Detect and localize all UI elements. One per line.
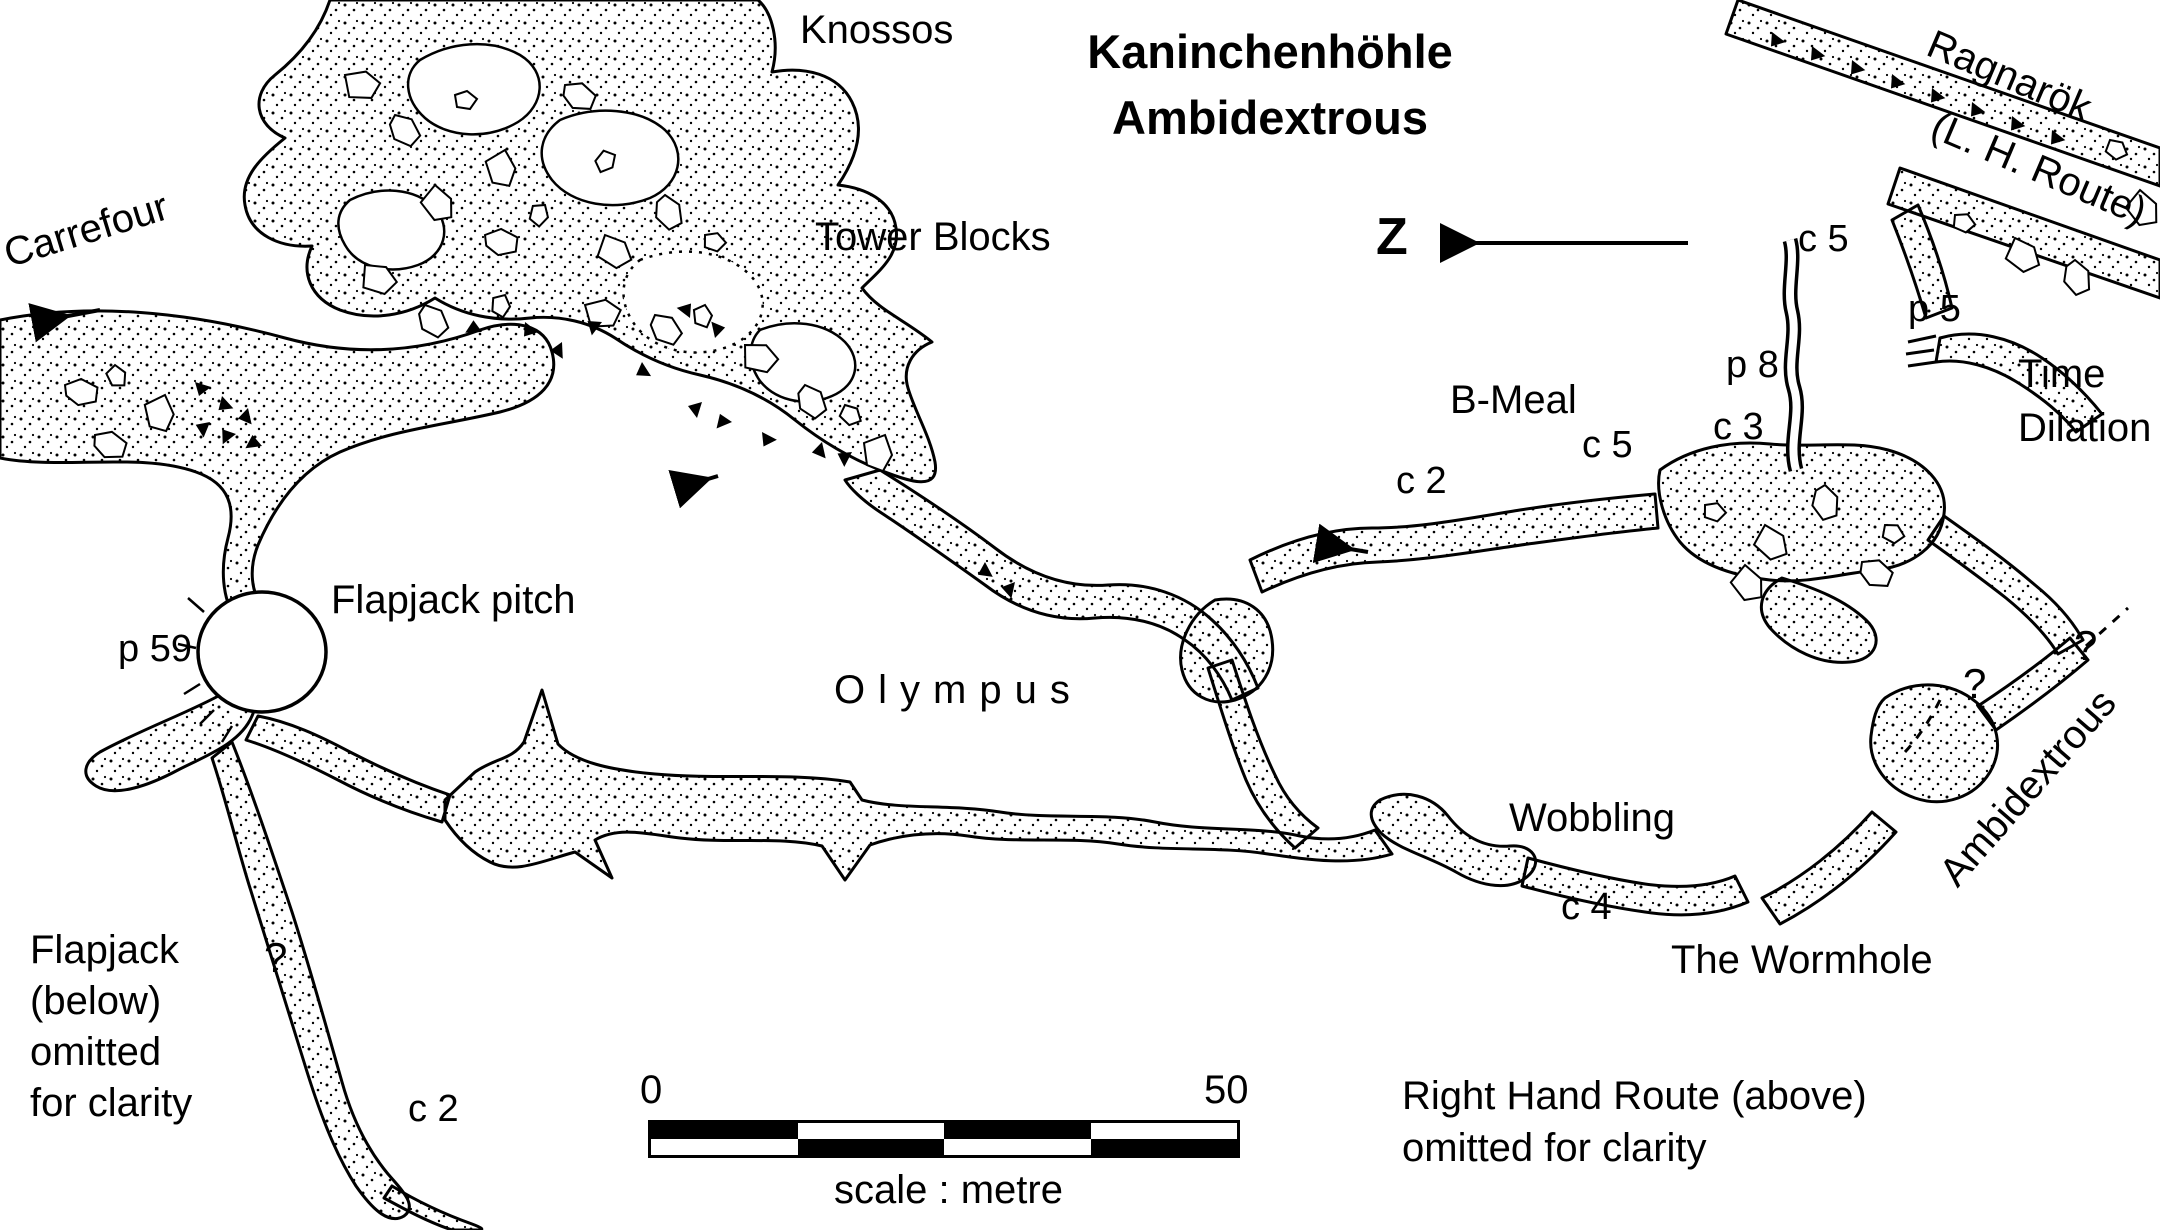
label-knossos: Knossos: [800, 8, 954, 52]
passage-flapjack-tail: [382, 1184, 484, 1230]
scale-bar-segment: [944, 1139, 1091, 1155]
hatch-marks: [1905, 334, 1937, 368]
passage-c5-climb: [1782, 238, 1805, 472]
passage-carrefour: [0, 309, 556, 622]
label-flapjack-pitch: Flapjack pitch: [331, 578, 576, 622]
label-c2-flapjack: c 2: [408, 1088, 459, 1130]
note-flapjack-line2: (below): [30, 979, 162, 1023]
note-flapjack-line3: omitted: [30, 1030, 162, 1074]
passage-ambidextrous-southwest: [1760, 810, 1898, 926]
label-tower-blocks: Tower Blocks: [815, 215, 1051, 259]
scale-bar-segment: [1090, 1139, 1237, 1155]
carrefour-continuation-arrow: [28, 303, 101, 343]
label-wobbling: Wobbling: [1509, 796, 1676, 840]
label-olympus: Olympus: [834, 668, 1083, 712]
passage-bmeal: [1248, 492, 1660, 594]
scale-bar: [648, 1120, 1240, 1158]
north-arrow-letter: Z: [1376, 208, 1408, 266]
chamber: [337, 189, 446, 271]
label-dilation: Dilation: [2018, 406, 2152, 450]
passage-olympus: [443, 688, 1394, 882]
passage-olympus-link: [244, 714, 452, 824]
map-title-line1: Kaninchenhöhle: [1087, 25, 1453, 78]
scale-start-value: 0: [640, 1068, 663, 1112]
passage-flapjack-southwest: [84, 687, 257, 793]
uncertain-passage-marks: [1903, 606, 2130, 754]
passage-to-question: [1926, 514, 2085, 656]
passage-right-complex-lower: [1760, 576, 1878, 664]
pitch-tick-marks: [177, 597, 234, 743]
passage-wormhole: [1520, 856, 1750, 917]
label-question-far-right: ?: [2074, 622, 2098, 669]
passage-ragnarok-connector: [1890, 203, 1954, 320]
scale-bar-segment: [797, 1123, 944, 1139]
label-c5-bmeal: c 5: [1582, 424, 1633, 466]
scale-end-value: 50: [1204, 1068, 1249, 1112]
label-c2-bmeal: c 2: [1396, 460, 1447, 502]
label-p59: p 59: [118, 628, 192, 670]
label-c5-upper: c 5: [1798, 218, 1849, 260]
label-p8: p 8: [1726, 344, 1779, 386]
scale-caption: scale : metre: [834, 1168, 1063, 1212]
label-c3: c 3: [1713, 406, 1764, 448]
flow-arrow: [668, 469, 719, 509]
scale-bar-segment: [797, 1139, 944, 1155]
passage-time-dilation: [1934, 332, 2104, 434]
passage-flapjack-descending: [210, 740, 411, 1221]
label-question-right: ?: [1963, 660, 1987, 707]
chamber: [406, 42, 541, 136]
passage-junction-vertical: [1206, 658, 1320, 850]
label-question-flapjack: ?: [264, 934, 288, 981]
note-right-hand-route-line2: omitted for clarity: [1402, 1126, 1707, 1170]
passage-right-complex: [1657, 441, 1946, 583]
label-c4: c 4: [1561, 886, 1612, 928]
scale-bar-segment: [944, 1123, 1091, 1139]
label-b-meal: B-Meal: [1450, 378, 1577, 422]
scale-bar-segment: [651, 1139, 798, 1155]
note-flapjack-line4: for clarity: [30, 1081, 193, 1125]
passage-ambidextrous-blob: [1869, 683, 1999, 804]
map-title-line2: Ambidextrous: [1112, 91, 1428, 144]
label-time: Time: [2018, 352, 2106, 396]
flow-arrow: [1312, 523, 1369, 564]
note-right-hand-route-line1: Right Hand Route (above): [1402, 1074, 1867, 1118]
note-flapjack-line1: Flapjack: [30, 928, 179, 972]
passage-ragnarok-band2: [1886, 166, 2160, 300]
scale-bar-segment: [1090, 1123, 1237, 1139]
label-p5: p 5: [1908, 288, 1961, 330]
flapjack-pitch-shaft: [196, 590, 328, 714]
scale-bar-segment: [651, 1123, 798, 1139]
label-wormhole: The Wormhole: [1671, 938, 1933, 982]
passage-ambidextrous-northeast: [1976, 636, 2090, 732]
